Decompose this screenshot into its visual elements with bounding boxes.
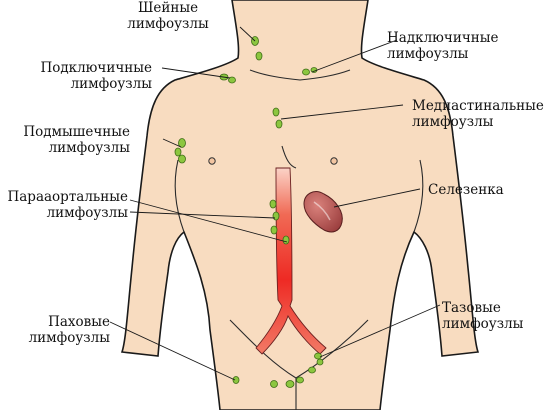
spleen [303, 191, 343, 233]
label-paraaortic: Парааортальные лимфоузлы [7, 189, 128, 221]
body-details [174, 69, 424, 410]
torso [120, 0, 480, 410]
label-mediastinal: Медиастинальные лимфоузлы [412, 98, 544, 130]
nipples [208, 157, 338, 165]
aorta [255, 167, 327, 355]
label-subclavian: Подключичные лимфоузлы [40, 60, 152, 92]
label-supraclavicular: Надключичные лимфоузлы [387, 30, 499, 62]
lymph-nodes [174, 36, 324, 388]
label-pelvic: Тазовые лимфоузлы [442, 300, 524, 332]
label-cervical: Шейные лимфоузлы [127, 0, 209, 32]
label-inguinal: Паховые лимфоузлы [28, 314, 110, 346]
leader-lines [109, 26, 441, 381]
label-spleen: Селезенка [428, 182, 504, 198]
label-axillary: Подмышечные лимфоузлы [23, 124, 130, 156]
